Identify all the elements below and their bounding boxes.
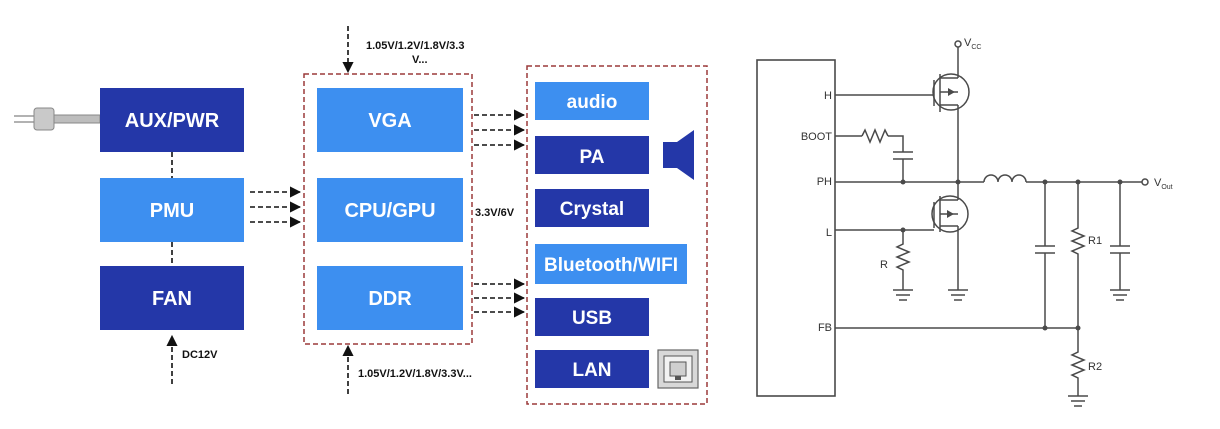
cpu-gpu-label: CPU/GPU bbox=[344, 200, 435, 222]
r2-ground-icon bbox=[1068, 395, 1088, 407]
pa-block bbox=[535, 136, 649, 174]
core-top-voltage-label: 1.05V/1.2V/1.8V/3.3 bbox=[366, 40, 464, 52]
block-diagram: AUX/PWR PMU FAN DC12V 1.05V/1.2V/1.8V/3.… bbox=[14, 26, 708, 405]
audio-block bbox=[535, 82, 649, 120]
dc-input-label: DC12V bbox=[182, 349, 218, 361]
crystal-block bbox=[535, 189, 649, 227]
usb-label: USB bbox=[572, 308, 612, 329]
gate-ground-icon bbox=[893, 289, 913, 301]
ph-node-dot bbox=[900, 179, 906, 185]
pin-ph-label: PH bbox=[817, 176, 832, 188]
output-capacitor-icon bbox=[1035, 182, 1055, 328]
core-top-voltage-label-cont: V... bbox=[412, 54, 428, 66]
hs-body-arrow bbox=[948, 88, 955, 96]
inductor-icon bbox=[983, 174, 1027, 183]
pin-fb-label: FB bbox=[818, 322, 832, 334]
pin-h-label: H bbox=[824, 90, 832, 102]
vga-label: VGA bbox=[368, 110, 411, 132]
usb-block bbox=[535, 298, 649, 336]
fan-label: FAN bbox=[152, 288, 192, 310]
pin-l-label: L bbox=[826, 227, 832, 239]
low-side-mosfet-icon bbox=[931, 195, 969, 233]
buck-converter-schematic: H BOOT PH L FB VCC VOut bbox=[756, 37, 1173, 407]
power-plug-icon bbox=[14, 107, 101, 131]
boot-capacitor-icon bbox=[893, 151, 913, 160]
pmu-block bbox=[100, 178, 244, 242]
core-side-voltage-label: 3.3V/6V bbox=[475, 207, 515, 219]
crystal-label: Crystal bbox=[560, 199, 624, 220]
r2-label: R2 bbox=[1088, 361, 1102, 373]
output-capacitor-2-icon bbox=[1110, 182, 1130, 290]
gate-resistor-icon bbox=[895, 230, 911, 290]
bluetooth-wifi-block bbox=[535, 244, 687, 284]
boot-resistor-icon bbox=[861, 128, 889, 144]
core-group-border bbox=[303, 73, 473, 345]
aux-pwr-label: AUX/PWR bbox=[125, 110, 220, 132]
boot-cap-wire bbox=[888, 135, 904, 152]
pa-label: PA bbox=[580, 147, 605, 168]
core-bottom-voltage-label: 1.05V/1.2V/1.8V/3.3V... bbox=[358, 368, 472, 380]
gate-resistor-label: R bbox=[880, 259, 888, 271]
out-cap-ground-icon bbox=[1110, 289, 1130, 301]
ls-body-arrow bbox=[947, 210, 954, 218]
ddr-block bbox=[317, 266, 463, 330]
r2-resistor-icon bbox=[1070, 328, 1086, 396]
controller-ic bbox=[756, 59, 836, 397]
high-side-mosfet-icon bbox=[932, 73, 970, 111]
speaker-icon bbox=[663, 130, 694, 180]
pmu-label: PMU bbox=[150, 200, 194, 222]
vout-terminal bbox=[1141, 178, 1149, 186]
ddr-label: DDR bbox=[368, 288, 412, 310]
fb-node-dot bbox=[1042, 325, 1048, 331]
ls-ground-icon bbox=[948, 289, 968, 301]
vcc-terminal bbox=[954, 40, 962, 48]
vga-block bbox=[317, 88, 463, 152]
pin-boot-label: BOOT bbox=[801, 131, 832, 143]
peripheral-group-border bbox=[526, 65, 708, 405]
vout-label: VOut bbox=[1154, 177, 1173, 191]
vcc-label: VCC bbox=[964, 37, 981, 51]
lan-block bbox=[535, 350, 649, 388]
cpu-gpu-block bbox=[317, 178, 463, 242]
fan-block bbox=[100, 266, 244, 330]
ethernet-port-icon bbox=[657, 349, 699, 389]
lan-label: LAN bbox=[572, 360, 611, 381]
r1-resistor-icon bbox=[1070, 182, 1086, 328]
bluetooth-wifi-label: Bluetooth/WIFI bbox=[544, 255, 678, 276]
aux-pwr-block bbox=[100, 88, 244, 152]
hs-drain-source bbox=[940, 66, 959, 182]
audio-label: audio bbox=[567, 92, 618, 113]
r1-label: R1 bbox=[1088, 235, 1102, 247]
ls-channel bbox=[939, 196, 958, 232]
